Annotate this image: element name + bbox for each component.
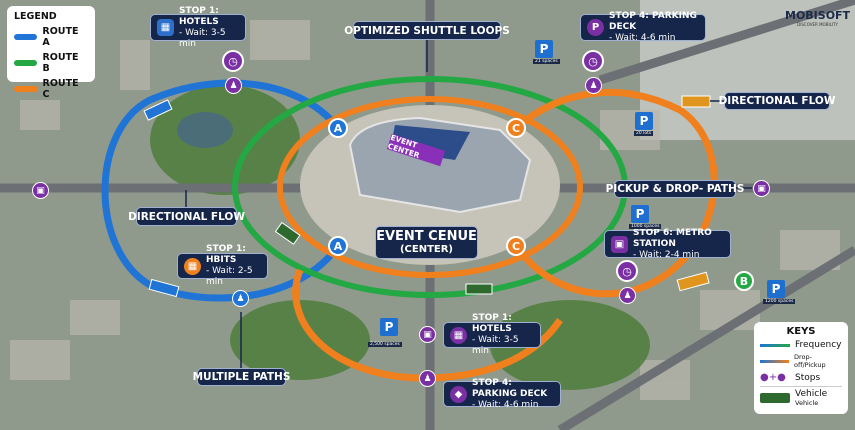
stop-callout-metro-station[interactable]: ▣ STOP 6: METRO STATION- Wait: 2-4 min (604, 228, 731, 260)
stop-callout-parking-north[interactable]: P STOP 4: PARKING DECK- Wait: 4-6 min (580, 11, 706, 43)
stop-callout-hotels-south[interactable]: ▦ STOP 1: HOTELS- Wait: 3-5 min (443, 313, 541, 356)
shuttle-bus (681, 95, 711, 108)
car-icon: ◆ (450, 385, 467, 403)
stop-marker[interactable]: ♟ (585, 77, 602, 94)
bus-icon: ▣ (611, 235, 628, 253)
parking-capacity: 1200 spaces (763, 299, 796, 304)
route-b-marker[interactable]: B (734, 271, 754, 291)
label-optimized-shuttle-loops: OPTIMIZED SHUTTLE LOOPS (344, 21, 510, 40)
stop-marker[interactable]: ♟ (419, 370, 436, 387)
legend: LEGEND ROUTE A ROUTE B ROUTE C (7, 6, 95, 100)
stop-marker[interactable]: ♟ (225, 77, 242, 94)
parking-capacity: 20 lots (634, 131, 654, 136)
parking-capacity: 21 spaces (533, 59, 560, 64)
hotel-icon: ▦ (157, 19, 174, 36)
stop-callout-hotels-north[interactable]: ▦ STOP 1: HOTELS- Wait: 3-5 min (150, 6, 246, 49)
key-frequency: Frequency (760, 340, 842, 350)
route-c-marker[interactable]: C (506, 236, 526, 256)
hotel-icon: ▦ (450, 326, 467, 344)
legend-item-route-c: ROUTE C (14, 78, 88, 100)
label-pickup-drop-paths: PICKUP & DROP- PATHS (606, 180, 744, 198)
parking-icon: P (767, 280, 785, 298)
bus-stop-icon[interactable]: ▣ (753, 180, 770, 197)
legend-title: LEGEND (14, 11, 57, 22)
route-a-marker[interactable]: A (328, 118, 348, 138)
stop-marker[interactable]: ♟ (619, 287, 636, 304)
parking-icon: P (535, 40, 553, 58)
label-multiple-paths: MULTIPLE PATHS (193, 368, 290, 386)
hotel-icon: ▦ (184, 257, 201, 275)
parking-capacity: 1000 spaces (629, 224, 662, 229)
parking-icon: P (587, 19, 604, 36)
keys-title: KEYS (786, 326, 816, 337)
label-directional-flow-right: DIRECTIONAL FLOW (719, 92, 835, 110)
parking-icon: P (380, 318, 398, 336)
clock-pin-icon[interactable]: ◷ (222, 50, 244, 72)
parking-icon: P (631, 205, 649, 223)
keys-panel: KEYS Frequency Drop-off/Pickup ●+●Stops … (754, 322, 848, 414)
bus-icon (760, 393, 790, 403)
legend-item-route-b: ROUTE B (14, 52, 88, 74)
clock-pin-icon[interactable]: ◷ (582, 50, 604, 72)
clock-pin-icon[interactable]: ◷ (616, 260, 638, 282)
route-a-marker[interactable]: A (328, 236, 348, 256)
venue-title: EVENT CENUE (CENTER) (375, 226, 478, 259)
stop-marker[interactable]: ♟ (232, 290, 249, 307)
key-stops: ●+●Stops (760, 372, 821, 383)
route-c-line (277, 96, 583, 278)
parking-icon: P (635, 112, 653, 130)
bus-stop-icon[interactable]: ▣ (419, 326, 436, 343)
pond (177, 112, 233, 148)
stop-callout-parking-south[interactable]: ◆ STOP 4: PARKING DECK- Wait: 4-6 min (443, 378, 561, 410)
brand-logo: MOBISOFT DISCOVER MOBILITY (785, 9, 851, 27)
shuttle-bus (274, 221, 301, 245)
shuttle-bus (143, 99, 173, 121)
shuttle-bus (148, 278, 180, 298)
key-dropoff: Drop-off/Pickup (760, 353, 842, 369)
shuttle-bus (465, 283, 493, 295)
shuttle-bus (676, 271, 710, 292)
route-c-marker[interactable]: C (506, 118, 526, 138)
legend-item-route-a: ROUTE A (14, 26, 88, 48)
label-directional-flow-left: DIRECTIONAL FLOW (128, 207, 245, 226)
bus-stop-icon[interactable]: ▣ (32, 182, 49, 199)
parking-capacity: 2,500 spaces (368, 342, 402, 347)
stop-callout-hbits[interactable]: ▦ STOP 1: HBITS- Wait: 2-5 min (177, 244, 268, 287)
